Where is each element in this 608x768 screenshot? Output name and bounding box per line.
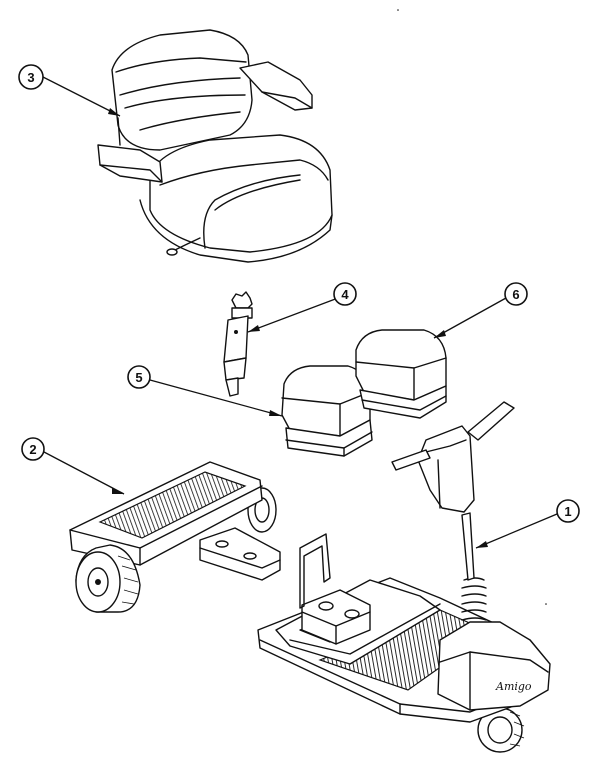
callout-5: 5 (127, 365, 151, 389)
callout-2: 2 (21, 437, 45, 461)
leader-5 (149, 379, 283, 417)
callout-3: 3 (18, 64, 44, 90)
scooter-base-part: Amigo (257, 401, 551, 753)
callout-3-label: 3 (27, 70, 34, 85)
seat-post-part (223, 291, 253, 397)
leader-6 (433, 297, 507, 339)
callout-6: 6 (504, 282, 528, 306)
battery-part-6 (355, 329, 447, 419)
callout-1-label: 1 (564, 504, 571, 519)
leader-3 (42, 76, 121, 117)
leader-lines (42, 76, 558, 549)
battery-part-5 (281, 365, 373, 457)
rear-wheel-section-part (69, 461, 281, 613)
callout-4-label: 4 (341, 287, 349, 302)
seat-part (97, 29, 333, 263)
callout-4: 4 (333, 282, 357, 306)
leader-1 (475, 513, 558, 549)
callout-6-label: 6 (512, 287, 519, 302)
brand-mark: Amigo (495, 680, 532, 693)
leader-4 (247, 297, 339, 333)
callout-2-label: 2 (29, 442, 36, 457)
callout-1: 1 (556, 499, 580, 523)
leader-2 (43, 451, 125, 495)
callout-5-label: 5 (135, 370, 142, 385)
